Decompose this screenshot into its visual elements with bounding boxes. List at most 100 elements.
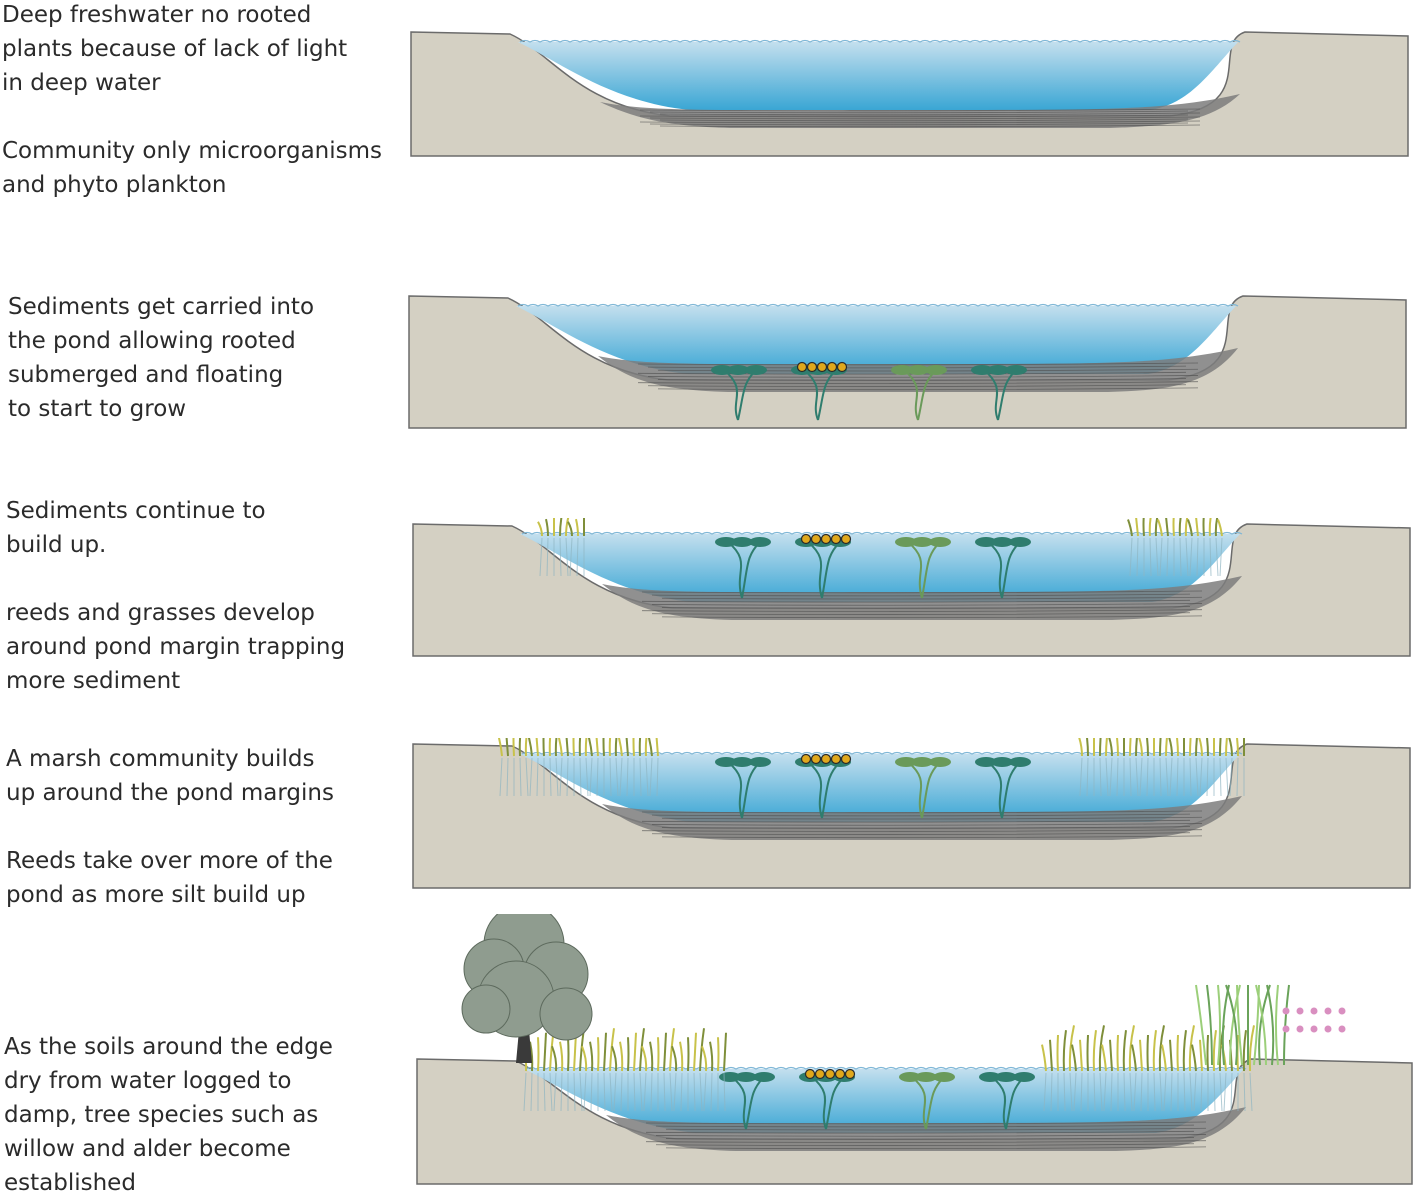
reed xyxy=(1169,1039,1173,1072)
lily-pad xyxy=(987,365,1009,375)
submerged-reed xyxy=(1189,757,1192,797)
reed xyxy=(639,1028,645,1072)
shrub xyxy=(1217,984,1221,1066)
submerged-reed xyxy=(1229,757,1233,797)
reed xyxy=(1129,738,1132,757)
reed xyxy=(1178,518,1182,537)
sediment-streak xyxy=(639,120,1201,124)
plant-stem xyxy=(803,369,819,421)
tree-canopy xyxy=(539,987,593,1041)
submerged-reed xyxy=(710,1072,713,1112)
lily-flower xyxy=(824,1068,836,1080)
plant-stem xyxy=(807,761,823,819)
submerged-reed xyxy=(1163,1072,1167,1112)
reed xyxy=(1195,518,1199,537)
stage-2-pond-diagram xyxy=(408,295,1407,429)
submerged-reed xyxy=(1093,1072,1096,1112)
submerged-reed xyxy=(543,1072,546,1112)
reed xyxy=(1131,1044,1137,1072)
reed xyxy=(1139,1039,1143,1072)
shrub xyxy=(1255,984,1267,1066)
lily-flower xyxy=(840,753,852,765)
submerged-reed xyxy=(1225,757,1229,797)
plant-stem xyxy=(811,1076,827,1130)
reed xyxy=(1165,738,1168,757)
reed xyxy=(1176,738,1179,757)
reed xyxy=(619,1041,624,1072)
stage-3-caption-a: Sediments continue to build up. xyxy=(6,498,266,558)
flower xyxy=(1296,1025,1304,1033)
plant-stem xyxy=(723,369,739,421)
reed xyxy=(559,518,563,537)
submerged-reed xyxy=(693,1072,696,1112)
reed xyxy=(1187,519,1193,537)
submerged-reed xyxy=(559,537,562,577)
lily-flower xyxy=(810,753,822,765)
submerged-reed xyxy=(699,1072,703,1112)
water-surface xyxy=(517,303,1239,307)
lily-flower xyxy=(820,753,832,765)
submerged-reed xyxy=(1215,537,1219,577)
sediment-streak xyxy=(661,816,1203,820)
stage-5-caption-a: As the soils around the edge dry from wa… xyxy=(4,1034,333,1196)
shrub xyxy=(1283,984,1290,1066)
submerged-reed xyxy=(1200,1072,1203,1112)
reed xyxy=(1079,1039,1083,1072)
submerged-reed xyxy=(703,1072,707,1112)
submerged-reed xyxy=(1140,1072,1143,1112)
shrub xyxy=(1225,984,1238,1066)
submerged-reed xyxy=(650,1072,653,1112)
plant-stem xyxy=(991,1076,1007,1130)
reed xyxy=(1214,518,1219,537)
plant-stem xyxy=(731,1076,747,1130)
flower xyxy=(1296,1007,1304,1015)
reed xyxy=(1199,1039,1203,1072)
lily-pad xyxy=(745,365,767,375)
stage-4-pond-diagram xyxy=(412,738,1411,889)
sediment-streak xyxy=(651,603,1203,606)
submerged-reed xyxy=(1050,1072,1053,1112)
sediment-streak xyxy=(641,829,1203,832)
submerged-reed xyxy=(1166,537,1169,577)
reed xyxy=(1161,1044,1167,1072)
submerged-reed xyxy=(1123,1072,1126,1112)
plant-stem xyxy=(727,761,743,819)
reed xyxy=(1176,1034,1179,1072)
lily-pad xyxy=(895,757,917,767)
submerged-reed xyxy=(1153,1072,1156,1112)
sediment-streak xyxy=(659,112,1201,116)
sediment-streak xyxy=(637,381,1199,384)
reed xyxy=(1168,738,1173,757)
tree-canopy xyxy=(461,984,511,1034)
lily-flower xyxy=(830,533,842,545)
lily-pad xyxy=(925,365,947,375)
submerged-reed xyxy=(555,757,559,797)
submerged-reed xyxy=(1135,757,1139,797)
reed xyxy=(1165,518,1169,537)
lily-pad xyxy=(891,365,913,375)
lily-pad xyxy=(975,757,997,767)
lily-flower xyxy=(844,1068,856,1080)
sediment-streak xyxy=(665,1137,1195,1140)
submerged-reed xyxy=(1080,1072,1083,1112)
stage-4-caption-a: A marsh community builds up around the p… xyxy=(6,746,334,806)
reed xyxy=(1092,1030,1097,1072)
sediment-streak xyxy=(661,615,1203,619)
reed xyxy=(633,1032,637,1072)
reed xyxy=(595,738,599,757)
reed xyxy=(602,738,605,757)
reed xyxy=(1172,518,1175,537)
sediment-streak xyxy=(651,832,1191,835)
reed xyxy=(1206,1034,1209,1072)
reed xyxy=(657,1037,660,1072)
submerged-reed xyxy=(1129,757,1132,797)
reed xyxy=(584,738,588,757)
reed xyxy=(1148,518,1152,537)
submerged-reed xyxy=(1103,1072,1107,1112)
submerged-reed xyxy=(1099,757,1102,797)
lily-pad xyxy=(975,537,997,547)
reed xyxy=(644,738,648,757)
lily-pad xyxy=(753,1072,775,1082)
lily-pad xyxy=(899,1072,921,1082)
submerged-reed xyxy=(1043,1072,1047,1112)
